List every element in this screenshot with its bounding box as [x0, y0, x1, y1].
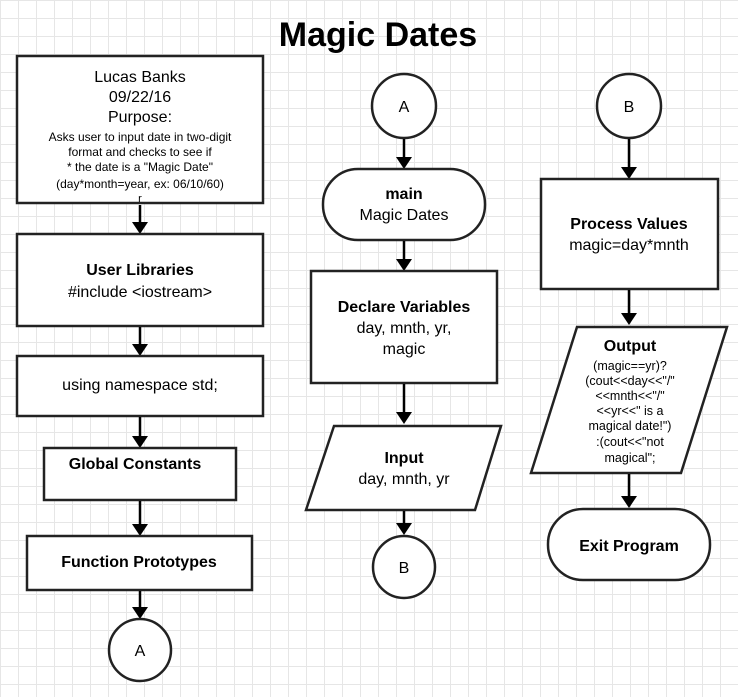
connector-b-top-label: B [624, 99, 635, 116]
namespace-shape [15, 354, 265, 418]
declare-variables-label: Declare Variables [338, 299, 471, 316]
connector-a-top-label: A [399, 99, 410, 116]
exit-label: Exit Program [579, 538, 679, 555]
edge-connector-b-to-process [621, 139, 637, 179]
edge-header-to-libraries [132, 205, 148, 234]
main-terminal: main Magic Dates [321, 167, 487, 242]
output-line-3: <<mnth<<"/" [595, 389, 664, 403]
main-terminal-shape [321, 167, 487, 242]
header-box-shape [15, 54, 265, 205]
edge-constants-to-prototypes [132, 501, 148, 536]
header-purpose-label: Purpose: [108, 109, 172, 126]
input-parallelogram: Input day, mnth, yr [304, 424, 503, 512]
namespace-box: using namespace std; [15, 354, 265, 418]
connector-a-bottom-shape [107, 617, 173, 683]
output-parallelogram: Output (magic==yr)? (cout<<day<<"/" <<mn… [529, 325, 729, 475]
input-parallelogram-shape [304, 424, 503, 512]
global-constants-shape [42, 446, 238, 502]
edge-input-to-connector-b [396, 511, 412, 535]
process-values-label: Process Values [570, 216, 688, 233]
output-line-5: magical date!") [589, 419, 672, 433]
output-label: Output [604, 338, 657, 355]
header-author: Lucas Banks [94, 69, 186, 86]
global-constants-label: Global Constants [69, 456, 202, 473]
exit-terminal-shape [546, 507, 712, 582]
process-values-detail: magic=day*mnth [569, 237, 689, 254]
input-label: Input [384, 450, 424, 467]
declare-variables-shape [309, 269, 499, 385]
main-detail: Magic Dates [360, 207, 449, 224]
user-libraries-shape [15, 232, 265, 328]
output-line-1: (magic==yr)? [593, 359, 667, 373]
declare-variables-box: Declare Variables day, mnth, yr, magic [309, 269, 499, 385]
process-values-shape [539, 177, 720, 291]
function-prototypes-label: Function Prototypes [61, 554, 217, 571]
edge-libraries-to-namespace [132, 327, 148, 356]
connector-b-bottom-shape [371, 534, 437, 600]
connector-b-bottom-label: B [399, 560, 410, 577]
function-prototypes-shape [25, 534, 254, 592]
user-libraries-detail: #include <iostream> [68, 284, 212, 301]
diagram-title: Magic Dates [279, 16, 477, 54]
exit-terminal: Exit Program [546, 507, 712, 582]
connector-b-top-shape [595, 72, 663, 140]
output-line-2: (cout<<day<<"/" [585, 374, 675, 388]
function-prototypes-box: Function Prototypes [25, 534, 254, 592]
edge-output-to-exit [621, 474, 637, 508]
stray-mark: r [138, 193, 142, 205]
edge-main-to-declare [396, 241, 412, 271]
user-libraries-box: User Libraries #include <iostream> [15, 232, 265, 328]
connector-b-bottom: B [371, 534, 437, 600]
connector-a-top: A [370, 72, 438, 140]
connector-b-top: B [595, 72, 663, 140]
declare-variables-line-1: day, mnth, yr, [357, 320, 452, 337]
header-purpose-line-2: format and checks to see if [68, 145, 212, 159]
edge-declare-to-input [396, 384, 412, 424]
global-constants-box: Global Constants [42, 446, 238, 502]
edge-namespace-to-constants [132, 417, 148, 448]
header-purpose-line-3: * the date is a "Magic Date" [67, 160, 213, 174]
output-line-4: <<yr<<" is a [597, 404, 664, 418]
edge-process-to-output [621, 290, 637, 325]
header-date: 09/22/16 [109, 89, 171, 106]
connector-a-bottom-label: A [135, 643, 146, 660]
declare-variables-line-2: magic [383, 341, 426, 358]
namespace-text: using namespace std; [62, 377, 218, 394]
user-libraries-label: User Libraries [86, 262, 194, 279]
output-line-7: magical"; [605, 451, 656, 465]
input-detail: day, mnth, yr [358, 471, 450, 488]
process-values-box: Process Values magic=day*mnth [539, 177, 720, 291]
main-label: main [385, 186, 422, 203]
edge-connector-a-to-main [396, 139, 412, 169]
header-box: Lucas Banks 09/22/16 Purpose: Asks user … [15, 54, 265, 205]
connector-a-top-shape [370, 72, 438, 140]
header-purpose-line-1: Asks user to input date in two-digit [49, 130, 232, 144]
header-purpose-line-4: (day*month=year, ex: 06/10/60) [56, 177, 224, 191]
edge-prototypes-to-connector-a [132, 591, 148, 619]
output-parallelogram-shape [529, 325, 729, 475]
output-line-6: :(cout<<"not [596, 435, 664, 449]
connector-a-bottom: A [107, 617, 173, 683]
